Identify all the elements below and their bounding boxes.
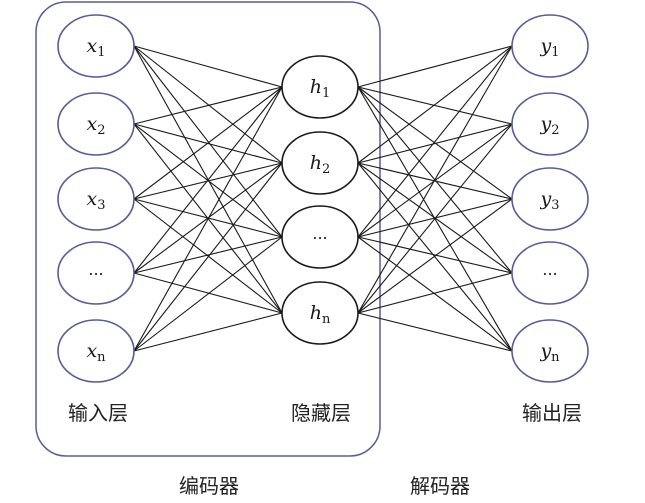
input-node-2: x2 — [57, 92, 135, 156]
edge-input-4-hidden-4 — [133, 272, 283, 314]
input-node-4: ... — [57, 241, 135, 305]
edge-input-5-hidden-3 — [133, 236, 283, 352]
hidden-node-circle — [281, 281, 359, 345]
decoder-label: 解码器 — [410, 474, 470, 498]
edge-input-5-hidden-1 — [133, 86, 283, 352]
output-node-label: ... — [542, 260, 557, 279]
edge-input-2-hidden-1 — [133, 86, 283, 125]
edge-hidden-3-output-5 — [357, 236, 513, 352]
hidden-node-1: h1 — [281, 55, 359, 119]
hidden-layer-label: 隐藏层 — [291, 401, 351, 425]
input-node-circle — [57, 167, 135, 231]
edge-hidden-2-output-1 — [357, 45, 513, 164]
output-node-3: y3 — [511, 167, 589, 231]
edge-hidden-4-output-5 — [357, 312, 513, 352]
output-node-circle — [511, 167, 589, 231]
input-node-circle — [57, 92, 135, 156]
edge-input-3-hidden-2 — [133, 162, 283, 200]
edge-hidden-4-output-4 — [357, 272, 513, 314]
output-node-label: y2 — [539, 113, 559, 138]
edge-input-4-hidden-1 — [133, 86, 283, 274]
hidden-node-2: h2 — [281, 131, 359, 195]
edge-hidden-4-output-2 — [357, 123, 513, 314]
input-node-label: x1 — [87, 35, 106, 60]
edge-hidden-4-output-1 — [357, 45, 513, 314]
encoder-box — [35, 1, 381, 457]
output-node-circle — [511, 319, 589, 383]
nodes: x1 x2 x3... xn h1 h2... hn y1 y2 y3... yn — [57, 14, 589, 383]
input-node-1: x1 — [57, 14, 135, 78]
edge-input-1-hidden-3 — [133, 45, 283, 238]
input-node-label: ... — [88, 260, 103, 279]
hidden-node-circle — [281, 131, 359, 195]
edge-hidden-1-output-2 — [357, 86, 513, 125]
output-node-1: y1 — [511, 14, 589, 78]
edge-hidden-2-output-5 — [357, 162, 513, 352]
hidden-node-3: ... — [281, 205, 359, 269]
input-node-label: xn — [86, 340, 106, 365]
edge-input-3-hidden-1 — [133, 86, 283, 200]
edge-input-5-hidden-4 — [133, 312, 283, 352]
edge-input-1-hidden-1 — [133, 45, 283, 88]
output-node-circle — [511, 14, 589, 78]
output-node-circle — [511, 92, 589, 156]
connections — [133, 45, 513, 352]
hidden-node-4: hn — [281, 281, 359, 345]
input-node-5: xn — [57, 319, 135, 383]
input-layer-label: 输入层 — [68, 401, 128, 425]
output-node-2: y2 — [511, 92, 589, 156]
input-node-label: x3 — [87, 188, 106, 213]
edge-input-3-hidden-4 — [133, 198, 283, 314]
output-node-5: yn — [511, 319, 589, 383]
edge-hidden-3-output-4 — [357, 236, 513, 274]
input-node-circle — [57, 241, 135, 305]
edge-hidden-1-output-1 — [357, 45, 513, 88]
output-node-label: yn — [539, 340, 560, 365]
encoder-label: 编码器 — [179, 474, 239, 498]
output-node-label: y1 — [539, 35, 559, 60]
edge-hidden-2-output-2 — [357, 123, 513, 164]
output-node-circle — [511, 241, 589, 305]
hidden-node-circle — [281, 205, 359, 269]
output-layer-label: 输出层 — [522, 401, 582, 425]
hidden-node-label: h1 — [310, 76, 331, 101]
output-node-label: y3 — [539, 188, 559, 213]
edge-hidden-3-output-1 — [357, 45, 513, 238]
edge-input-5-hidden-2 — [133, 162, 283, 352]
hidden-node-label: hn — [310, 302, 331, 327]
output-node-4: ... — [511, 241, 589, 305]
input-node-label: x2 — [87, 113, 106, 138]
input-node-circle — [57, 14, 135, 78]
hidden-node-circle — [281, 55, 359, 119]
edge-input-4-hidden-3 — [133, 236, 283, 274]
input-node-3: x3 — [57, 167, 135, 231]
hidden-node-label: ... — [312, 224, 327, 243]
edge-input-1-hidden-2 — [133, 45, 283, 164]
edge-hidden-4-output-3 — [357, 198, 513, 314]
hidden-node-label: h2 — [310, 152, 331, 177]
input-node-circle — [57, 319, 135, 383]
